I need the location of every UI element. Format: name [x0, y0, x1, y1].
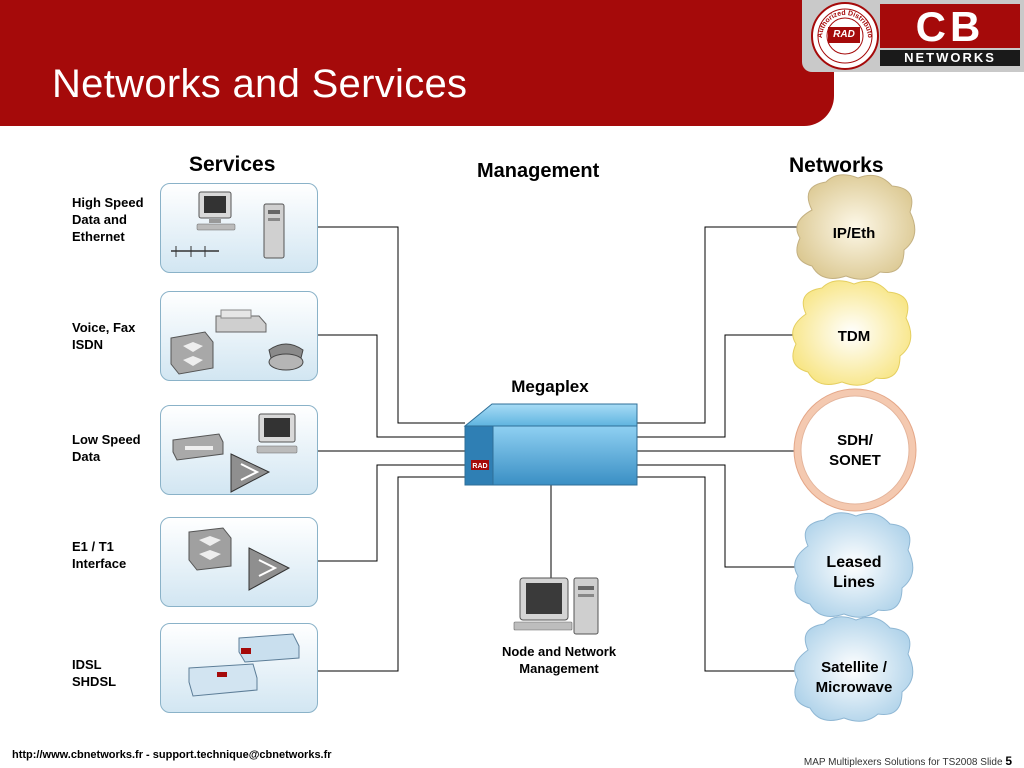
- service-label-line: Ethernet: [72, 229, 125, 244]
- slide-number: 5: [1005, 754, 1012, 768]
- network-label-line: TDM: [837, 328, 871, 345]
- network-label-line: IP/Eth: [832, 225, 876, 242]
- wire-network-5: [637, 476, 800, 672]
- footer-slide-info: MAP Multiplexers Solutions for TS2008 Sl…: [804, 754, 1012, 768]
- wire-service-4: [316, 464, 465, 562]
- title-bar: Networks and Services: [0, 0, 834, 126]
- sdh-sonet-ring-icon: [793, 388, 917, 512]
- service-label-e1-t1: E1 / T1 Interface: [72, 538, 157, 572]
- wire-service-2: [316, 334, 465, 438]
- satellite-microwave-cloud-icon: [794, 616, 914, 722]
- footer-caption: MAP Multiplexers Solutions for TS2008: [803, 757, 978, 768]
- phone-fax-icon: [170, 309, 304, 375]
- dsl-modem-icon: [188, 633, 300, 697]
- network-label-sdh-sonet: SDH/ SONET: [808, 431, 902, 471]
- network-label-ip-eth: IP/Eth: [808, 224, 900, 244]
- rad-authorized-distributor-seal: Authorized Distributor RAD: [811, 2, 879, 70]
- footer-contact-link[interactable]: http://www.cbnetworks.fr - support.techn…: [12, 749, 332, 761]
- management-computer-icon: [513, 577, 599, 635]
- networks-header: Networks: [789, 154, 884, 177]
- node-management-label: Node and Network Management: [484, 643, 634, 677]
- slide-title: Networks and Services: [52, 62, 468, 106]
- leased-lines-cloud-icon: [794, 512, 914, 618]
- service-box-dsl: [160, 623, 318, 713]
- modem-terminal-icon: [172, 413, 298, 493]
- service-label-line: Voice, Fax: [72, 320, 136, 335]
- network-label-line: Microwave: [815, 679, 893, 696]
- service-label-line: Interface: [72, 556, 127, 571]
- network-label-line: Satellite /: [821, 659, 887, 676]
- footer-slide-word: Slide: [980, 757, 1003, 768]
- network-label-line: Lines: [833, 574, 875, 591]
- ip-eth-cloud-icon: [796, 174, 916, 280]
- wire-network-2: [637, 334, 800, 438]
- service-label-dsl: IDSL SHDSL: [72, 656, 157, 690]
- service-label-line: IDSL: [72, 657, 102, 672]
- network-label-line: SONET: [829, 452, 881, 469]
- node-management-line: Management: [519, 661, 599, 676]
- wire-network-1: [637, 226, 808, 424]
- cb-networks-logo: Authorized Distributor RAD CB NETWORKS: [802, 0, 1024, 72]
- service-label-line: E1 / T1: [72, 539, 114, 554]
- megaplex-device-icon: RAD: [463, 403, 638, 486]
- service-label-voice: Voice, Fax ISDN: [72, 319, 157, 353]
- network-label-line: Leased: [826, 554, 882, 571]
- network-label-tdm: TDM: [808, 327, 900, 347]
- svg-text:RAD: RAD: [472, 463, 487, 470]
- service-label-line: Low Speed: [72, 432, 141, 447]
- network-label-line: SDH/: [837, 432, 873, 449]
- brand-cb: CB: [880, 4, 1020, 50]
- service-label-line: Data and: [72, 212, 127, 227]
- network-label-leased-lines: Leased Lines: [806, 553, 902, 593]
- service-box-e1-t1: [160, 517, 318, 607]
- wire-service-5: [316, 476, 465, 672]
- network-label-satellite: Satellite / Microwave: [800, 658, 908, 698]
- megaplex-label: Megaplex: [511, 377, 589, 396]
- service-box-low-speed: [160, 405, 318, 495]
- wire-service-1: [316, 226, 465, 424]
- management-header: Management: [477, 160, 600, 182]
- tdm-cloud-icon: [792, 280, 912, 386]
- node-management-line: Node and Network: [501, 644, 617, 659]
- service-label-line: SHDSL: [72, 674, 117, 689]
- service-label-high-speed: High Speed Data and Ethernet: [72, 194, 157, 245]
- service-box-high-speed: [160, 183, 318, 273]
- seal-rad-badge: RAD: [828, 27, 860, 43]
- wire-network-4: [637, 464, 800, 568]
- pbx-router-icon: [188, 527, 291, 591]
- service-box-voice: [160, 291, 318, 381]
- service-label-line: ISDN: [72, 337, 104, 352]
- computer-server-icon: [171, 191, 285, 259]
- service-label-line: Data: [72, 449, 101, 464]
- services-header: Services: [189, 153, 276, 176]
- brand-networks: NETWORKS: [880, 50, 1020, 66]
- service-label-line: High Speed: [72, 195, 144, 210]
- service-label-low-speed: Low Speed Data: [72, 431, 157, 465]
